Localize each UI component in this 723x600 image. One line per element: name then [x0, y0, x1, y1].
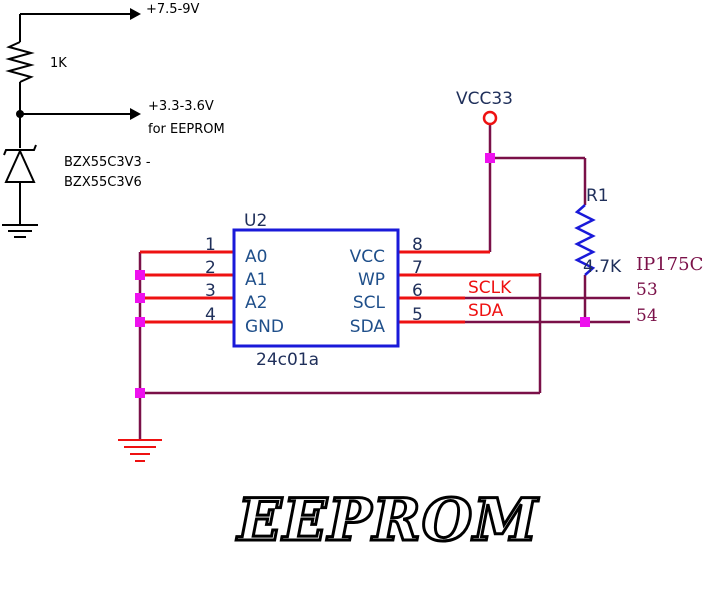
connector-pin-53: 53: [636, 280, 658, 300]
zener-part-sublabel: BZX55C3V6: [64, 175, 142, 190]
pin-number: 2: [205, 258, 216, 278]
pin-name: A2: [245, 293, 267, 313]
pin-name: SCL: [353, 293, 386, 313]
supply-junction: [16, 110, 24, 118]
junction-dot: [485, 153, 495, 163]
pin-name: A0: [245, 247, 267, 267]
vcc33-label: VCC33: [456, 89, 513, 109]
supply-output-label: +3.3-3.6V: [148, 99, 214, 114]
junction-dot: [135, 317, 145, 327]
resistor-value-label: 1K: [50, 56, 67, 71]
input-arrow-icon: [130, 8, 141, 20]
resistor-1k-icon: [5, 41, 35, 83]
connector-pin-54: 54: [636, 306, 658, 326]
ic-ref-label: U2: [244, 211, 267, 231]
junction-dot: [135, 270, 145, 280]
zener-body-icon: [4, 148, 36, 183]
eeprom-title: EEPROM: [236, 486, 540, 554]
connector-label: IP175C: [636, 254, 703, 275]
pin-number: 1: [205, 235, 216, 255]
supply-input-label: +7.5-9V: [146, 2, 200, 17]
junction-group: [135, 153, 590, 398]
junction-dot: [580, 317, 590, 327]
supply-section: [2, 8, 141, 238]
pin-number: 4: [205, 305, 216, 325]
zener-part-label: BZX55C3V3 -: [64, 155, 151, 170]
sda-net-label: SDA: [468, 301, 504, 321]
pin-number: 3: [205, 281, 216, 301]
ground-symbol-icon: [118, 439, 162, 462]
ic-body: [232, 228, 400, 348]
pin-name: SDA: [350, 317, 386, 337]
sclk-net-label: SCLK: [468, 278, 512, 298]
r1-ref-label: R1: [586, 186, 609, 206]
pin-name: VCC: [350, 247, 385, 267]
pin-stub-group: [140, 250, 540, 324]
ic-part-label: 24c01a: [256, 350, 319, 370]
pin-name: A1: [245, 270, 267, 290]
junction-dot: [135, 388, 145, 398]
junction-dot: [135, 293, 145, 303]
pin-name: WP: [358, 270, 385, 290]
r1-value-label: 4.7K: [583, 257, 622, 277]
wire-group: [138, 124, 630, 440]
pin-number: 8: [412, 235, 423, 255]
supply-output-sublabel: for EEPROM: [148, 122, 225, 137]
pin-number: 6: [412, 281, 423, 301]
pin-name: GND: [245, 317, 284, 337]
pin-number: 7: [412, 258, 423, 278]
r1-resistor-icon: [574, 204, 596, 276]
pin-number: 5: [412, 305, 423, 325]
vcc33-power-icon: [482, 110, 498, 126]
output-arrow-icon: [130, 108, 141, 120]
